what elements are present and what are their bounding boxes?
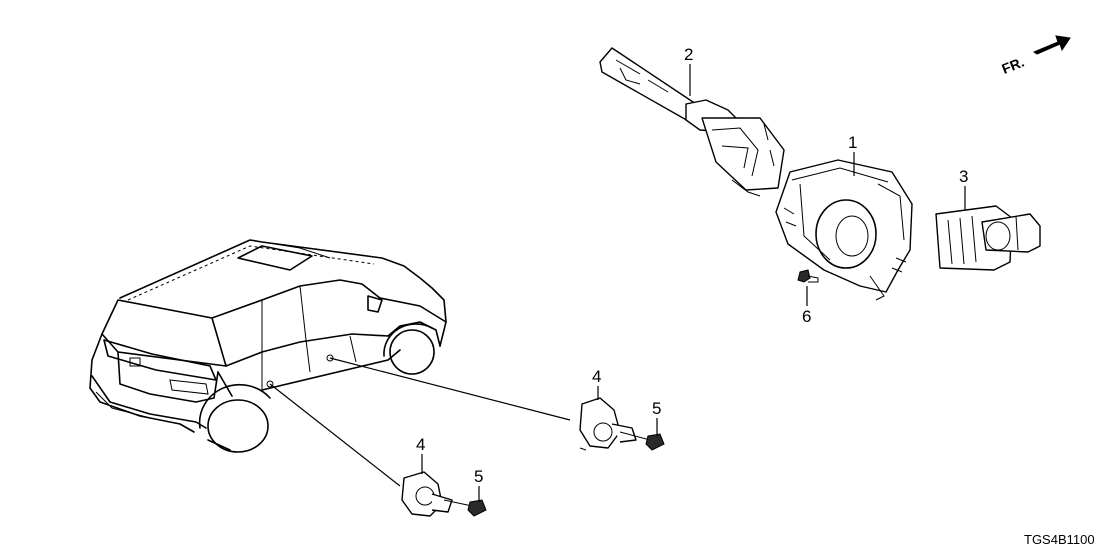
callout-4-lower: 4 <box>416 435 425 454</box>
front-arrow-icon <box>1032 35 1071 55</box>
front-direction-indicator: FR. <box>999 35 1071 77</box>
callout-4-upper: 4 <box>592 367 601 386</box>
callout-6: 6 <box>802 307 811 326</box>
sensor-location-marker <box>326 354 334 362</box>
bolt-part-5-upper <box>619 431 665 451</box>
sensor-part-4-lower <box>401 471 453 517</box>
callout-1: 1 <box>848 133 857 152</box>
leader-line <box>269 383 401 487</box>
rear-wheel <box>198 383 271 453</box>
screw-part-6 <box>797 269 819 283</box>
combination-switch-body-part-1 <box>775 159 913 301</box>
drawing-code: TGS4B1100 <box>1024 532 1095 547</box>
lever-switch-part-2 <box>599 47 785 197</box>
sensor-location-marker <box>266 380 274 388</box>
bolt-part-5-lower <box>443 499 487 517</box>
front-wheel <box>383 323 435 375</box>
leader-line <box>329 357 571 421</box>
callout-3: 3 <box>959 167 968 186</box>
callout-5-lower: 5 <box>474 467 483 486</box>
front-label: FR. <box>999 54 1026 77</box>
callout-5-upper: 5 <box>652 399 661 418</box>
sensor-part-4-upper <box>579 397 637 451</box>
callout-2: 2 <box>684 45 693 64</box>
lever-switch-part-3 <box>935 205 1041 271</box>
vehicle-outline <box>89 239 447 453</box>
